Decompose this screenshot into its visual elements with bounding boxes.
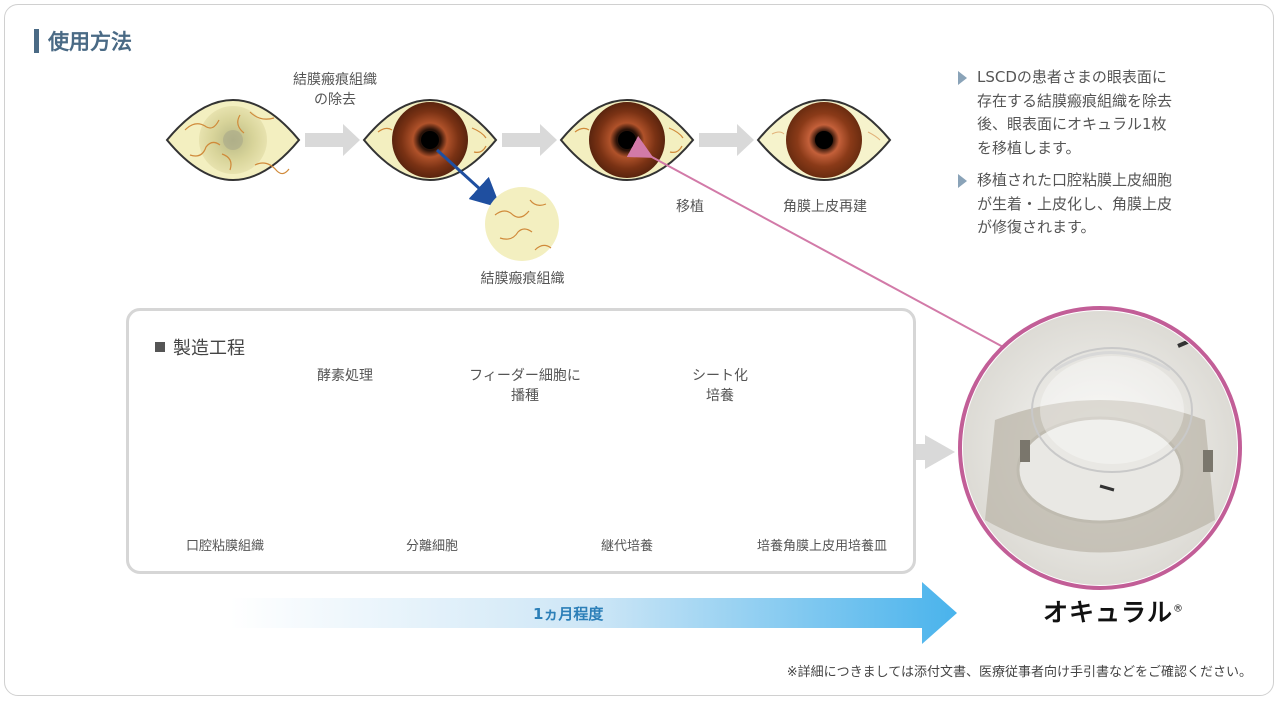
process-arrow-4 <box>895 435 955 469</box>
removal-arrow <box>435 148 501 209</box>
content-frame <box>4 4 1274 696</box>
note-bullet-icon <box>958 174 967 188</box>
step1-label: 結膜瘢痕組織 の除去 <box>280 70 390 110</box>
section-title-text: 使用方法 <box>48 30 132 54</box>
flow-arrow-3 <box>699 124 754 156</box>
process-label-3: シート化 培養 <box>670 366 770 406</box>
usage-notes: LSCDの患者さまの眼表面に存在する結膜瘢痕組織を除去後、眼表面にオキュラル1枚… <box>958 66 1198 249</box>
product-name: オキュラル® <box>1043 593 1184 629</box>
step-caption-2: 分離細胞 <box>405 539 458 554</box>
removed-tissue-label: 結膜瘢痕組織 <box>480 271 565 287</box>
transplant-arrow <box>626 135 1006 349</box>
process-label-2-line1: フィーダー細胞に <box>469 368 581 384</box>
manufacturing-title: 製造工程 <box>155 334 245 360</box>
footnote: ※詳細につきましては添付文書、医療従事者向け手引書などをご確認ください。 <box>786 665 1252 680</box>
step-caption-1: 口腔粘膜組織 <box>185 539 264 554</box>
process-label-2: フィーダー細胞に 播種 <box>450 366 600 406</box>
transplant-label: 移植 <box>676 199 704 215</box>
removed-tissue-icon <box>485 187 559 261</box>
title-bar <box>34 29 39 53</box>
step1-label-line1: 結膜瘢痕組織 <box>293 72 377 88</box>
note-item-1: LSCDの患者さまの眼表面に存在する結膜瘢痕組織を除去後、眼表面にオキュラル1枚… <box>958 66 1198 160</box>
process-label-1: 酵素処理 <box>300 366 390 386</box>
note-bullet-icon <box>958 71 967 85</box>
process-label-3-line2: 培養 <box>706 388 734 404</box>
note-item-2: 移植された口腔粘膜上皮細胞が生着・上皮化し、角膜上皮が修復されます。 <box>958 169 1198 240</box>
process-label-2-line2: 播種 <box>511 388 539 404</box>
step1-label-line2: の除去 <box>314 92 356 108</box>
process-label-3-line1: シート化 <box>692 368 748 384</box>
eye-after-removal <box>362 99 498 181</box>
flow-arrow-2 <box>502 124 557 156</box>
step-caption-3: 継代培養 <box>600 539 653 554</box>
step-caption-4: 培養角膜上皮用培養皿 <box>756 539 887 554</box>
section-title: 使用方法 <box>34 26 132 56</box>
flow-arrow-1 <box>305 124 360 156</box>
eye-reconstructed <box>756 99 892 181</box>
manufacturing-title-text: 製造工程 <box>173 338 245 359</box>
product-photo <box>958 306 1242 590</box>
timeline-label: 1ヵ月程度 <box>533 605 604 623</box>
process-label-1-line1: 酵素処理 <box>317 368 373 384</box>
eye-scarred <box>165 99 301 181</box>
registered-mark: ® <box>1173 603 1185 615</box>
product-name-text: オキュラル <box>1043 598 1174 627</box>
note-text-2: 移植された口腔粘膜上皮細胞が生着・上皮化し、角膜上皮が修復されます。 <box>977 171 1173 236</box>
reconstruction-label: 角膜上皮再建 <box>783 199 867 215</box>
note-text-1: LSCDの患者さまの眼表面に存在する結膜瘢痕組織を除去後、眼表面にオキュラル1枚… <box>977 68 1173 157</box>
timeline-arrow <box>230 582 957 644</box>
square-bullet-icon <box>155 342 165 352</box>
manufacturing-panel <box>126 308 916 574</box>
